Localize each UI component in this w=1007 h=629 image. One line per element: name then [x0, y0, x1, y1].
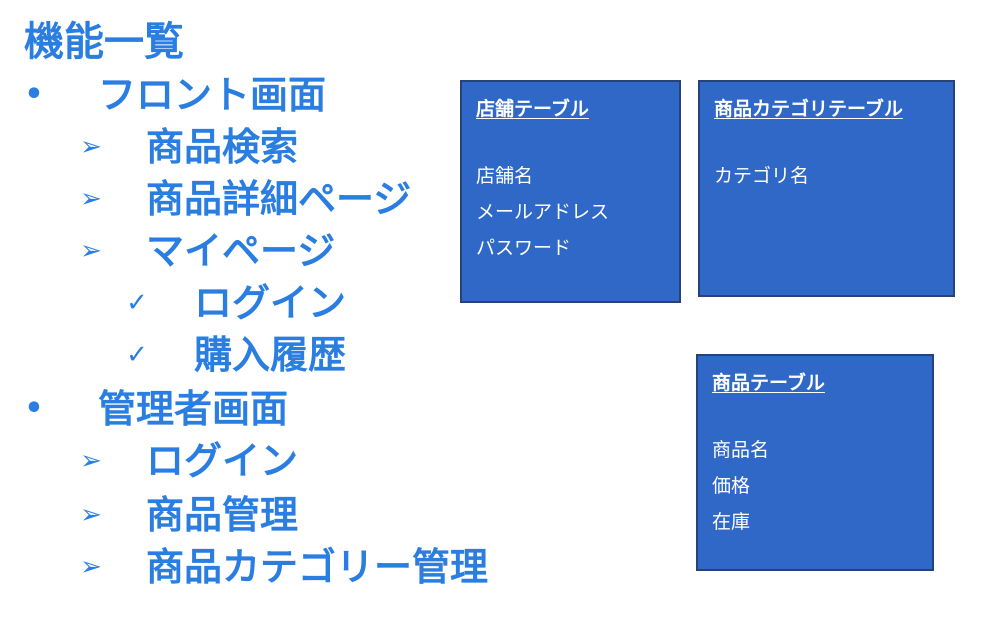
- table-field: 店舗名: [476, 165, 534, 187]
- table-field: 商品名: [712, 439, 770, 461]
- table-title: 商品テーブル: [712, 372, 825, 394]
- table-field: 在庫: [712, 511, 751, 533]
- table-title: 商品カテゴリテーブル: [714, 98, 903, 120]
- feature-item-label: 購入履歴: [194, 333, 347, 377]
- table-fields: カテゴリ名: [714, 158, 809, 194]
- feature-item-label: ログイン: [146, 439, 299, 483]
- feature-item-label: 商品検索: [146, 125, 299, 169]
- feature-item-label: ログイン: [194, 281, 347, 325]
- check-bullet-icon: ✓: [126, 340, 148, 370]
- arrow-bullet-icon: ➢: [80, 236, 102, 266]
- feature-item-label: 商品カテゴリー管理: [146, 545, 489, 589]
- bullet-dot-icon: •: [24, 77, 44, 112]
- check-bullet-icon: ✓: [126, 288, 148, 318]
- table-field: パスワード: [476, 237, 572, 259]
- table-fields: 商品名 価格 在庫: [712, 432, 769, 540]
- arrow-bullet-icon: ➢: [80, 446, 102, 476]
- table-field: 価格: [712, 475, 751, 497]
- feature-item-label: マイページ: [146, 229, 336, 273]
- arrow-bullet-icon: ➢: [80, 500, 102, 530]
- bullet-dot-icon: •: [24, 391, 44, 426]
- table-field: カテゴリ名: [714, 165, 810, 187]
- arrow-bullet-icon: ➢: [80, 184, 102, 214]
- category-table-box: 商品カテゴリテーブル カテゴリ名: [698, 80, 955, 297]
- arrow-bullet-icon: ➢: [80, 552, 102, 582]
- table-field: メールアドレス: [476, 201, 610, 223]
- product-table-box: 商品テーブル 商品名 価格 在庫: [696, 354, 934, 571]
- table-title: 店舗テーブル: [476, 98, 589, 120]
- store-table-box: 店舗テーブル 店舗名 メールアドレス パスワード: [460, 80, 681, 303]
- feature-item-label: フロント画面: [98, 73, 327, 117]
- feature-item-label: 商品詳細ページ: [146, 177, 412, 221]
- feature-item-label: 管理者画面: [98, 387, 289, 431]
- feature-item-label: 商品管理: [146, 493, 299, 537]
- feature-list-title: 機能一覧: [24, 19, 184, 65]
- arrow-bullet-icon: ➢: [80, 132, 102, 162]
- table-fields: 店舗名 メールアドレス パスワード: [476, 158, 609, 266]
